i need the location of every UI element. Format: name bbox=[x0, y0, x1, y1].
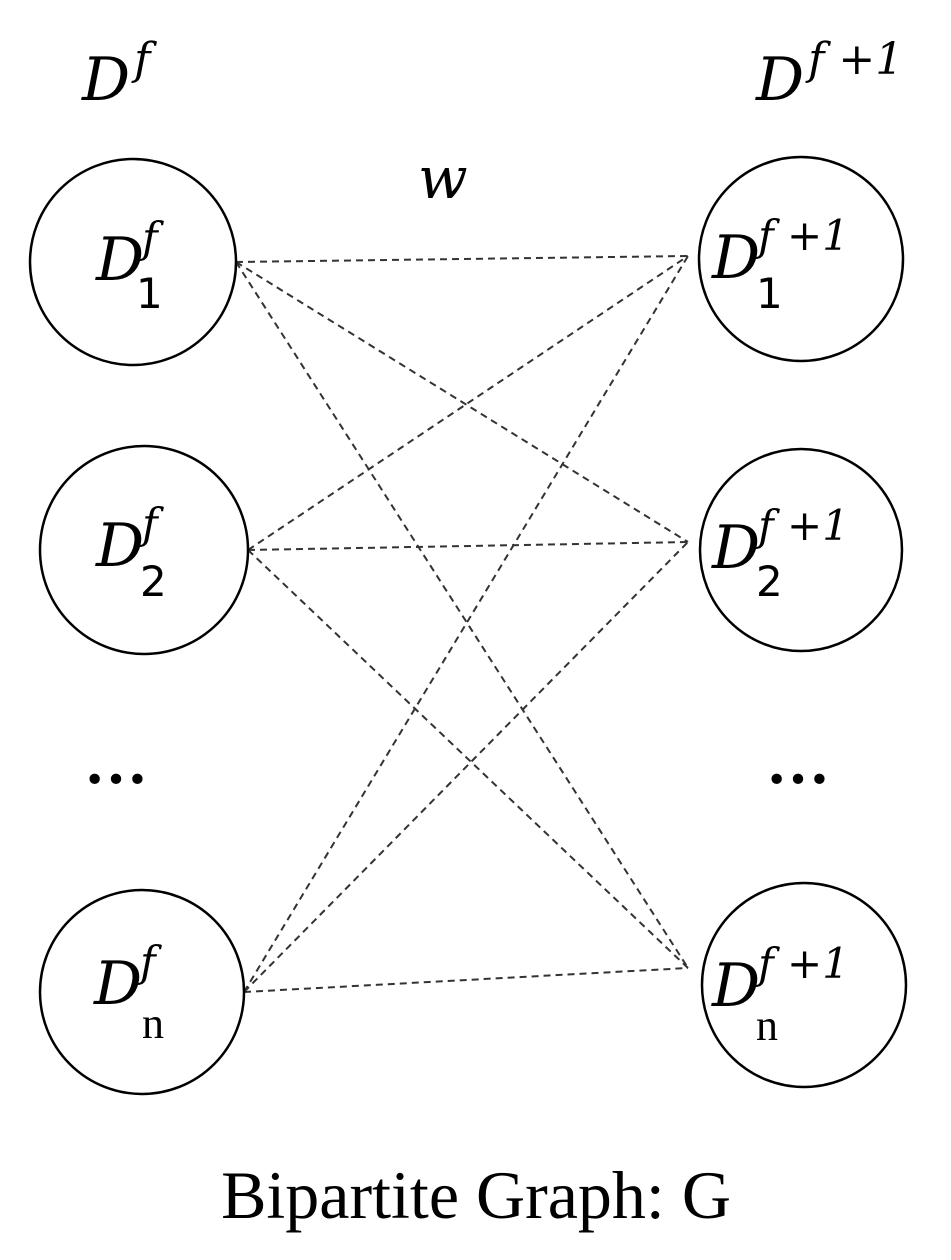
diagram-caption: Bipartite Graph: G bbox=[221, 1157, 731, 1233]
right-node-1-sup: f +1 bbox=[755, 211, 849, 260]
edge-left-2-to-right-n bbox=[247, 549, 689, 969]
right-node-1-base: D bbox=[711, 223, 760, 293]
right-ellipsis: ··· bbox=[766, 743, 830, 814]
svg-text:Df +1: Df +1 bbox=[711, 501, 849, 583]
edge-left-2-to-right-2 bbox=[247, 541, 689, 551]
edge-left-n-to-right-1 bbox=[243, 255, 689, 993]
left-node-2-base: D bbox=[95, 511, 144, 581]
edge-left-1-to-right-n bbox=[235, 261, 689, 969]
left-node-2-sub: 2 bbox=[140, 557, 167, 606]
left-node-2: Df 2 bbox=[38, 444, 250, 656]
svg-text:Df +1: Df +1 bbox=[711, 939, 849, 1021]
left-node-1: Df 1 bbox=[28, 157, 238, 367]
right-set-base: D bbox=[755, 45, 804, 115]
edge-left-2-to-right-1 bbox=[247, 255, 689, 551]
right-node-n: Df +1 n bbox=[700, 881, 908, 1089]
edge-weight-label: w bbox=[418, 144, 468, 212]
edge-left-n-to-right-n bbox=[243, 967, 689, 993]
svg-text:Df +1: Df +1 bbox=[711, 211, 849, 293]
right-node-n-sub: n bbox=[756, 1001, 778, 1050]
right-set-sup: f +1 bbox=[805, 34, 903, 85]
edge-left-n-to-right-2 bbox=[243, 541, 689, 993]
left-set-sup: f bbox=[131, 34, 157, 85]
right-node-n-base: D bbox=[711, 951, 760, 1021]
right-node-1-sub: 1 bbox=[756, 269, 783, 318]
right-node-2-base: D bbox=[711, 513, 760, 583]
right-node-n-sup: f +1 bbox=[755, 939, 849, 988]
left-set-label: Df bbox=[81, 34, 157, 115]
left-node-1-sub: 1 bbox=[136, 269, 163, 318]
edge-left-1-to-right-2 bbox=[235, 261, 689, 543]
right-node-2-sub: 2 bbox=[756, 557, 783, 606]
left-set-base: D bbox=[81, 45, 130, 115]
left-node-1-base: D bbox=[95, 225, 144, 295]
left-node-n: Df n bbox=[38, 888, 246, 1096]
edge-left-1-to-right-1 bbox=[235, 255, 689, 263]
right-node-2-sup: f +1 bbox=[755, 501, 849, 550]
right-node-2: Df +1 2 bbox=[698, 447, 904, 653]
left-node-n-sub: n bbox=[142, 999, 164, 1048]
edges-layer bbox=[235, 255, 689, 993]
left-node-n-base: D bbox=[93, 949, 142, 1019]
right-node-1: Df +1 1 bbox=[697, 155, 905, 363]
right-set-label: Df +1 bbox=[755, 34, 903, 115]
left-ellipsis: ··· bbox=[84, 743, 148, 814]
